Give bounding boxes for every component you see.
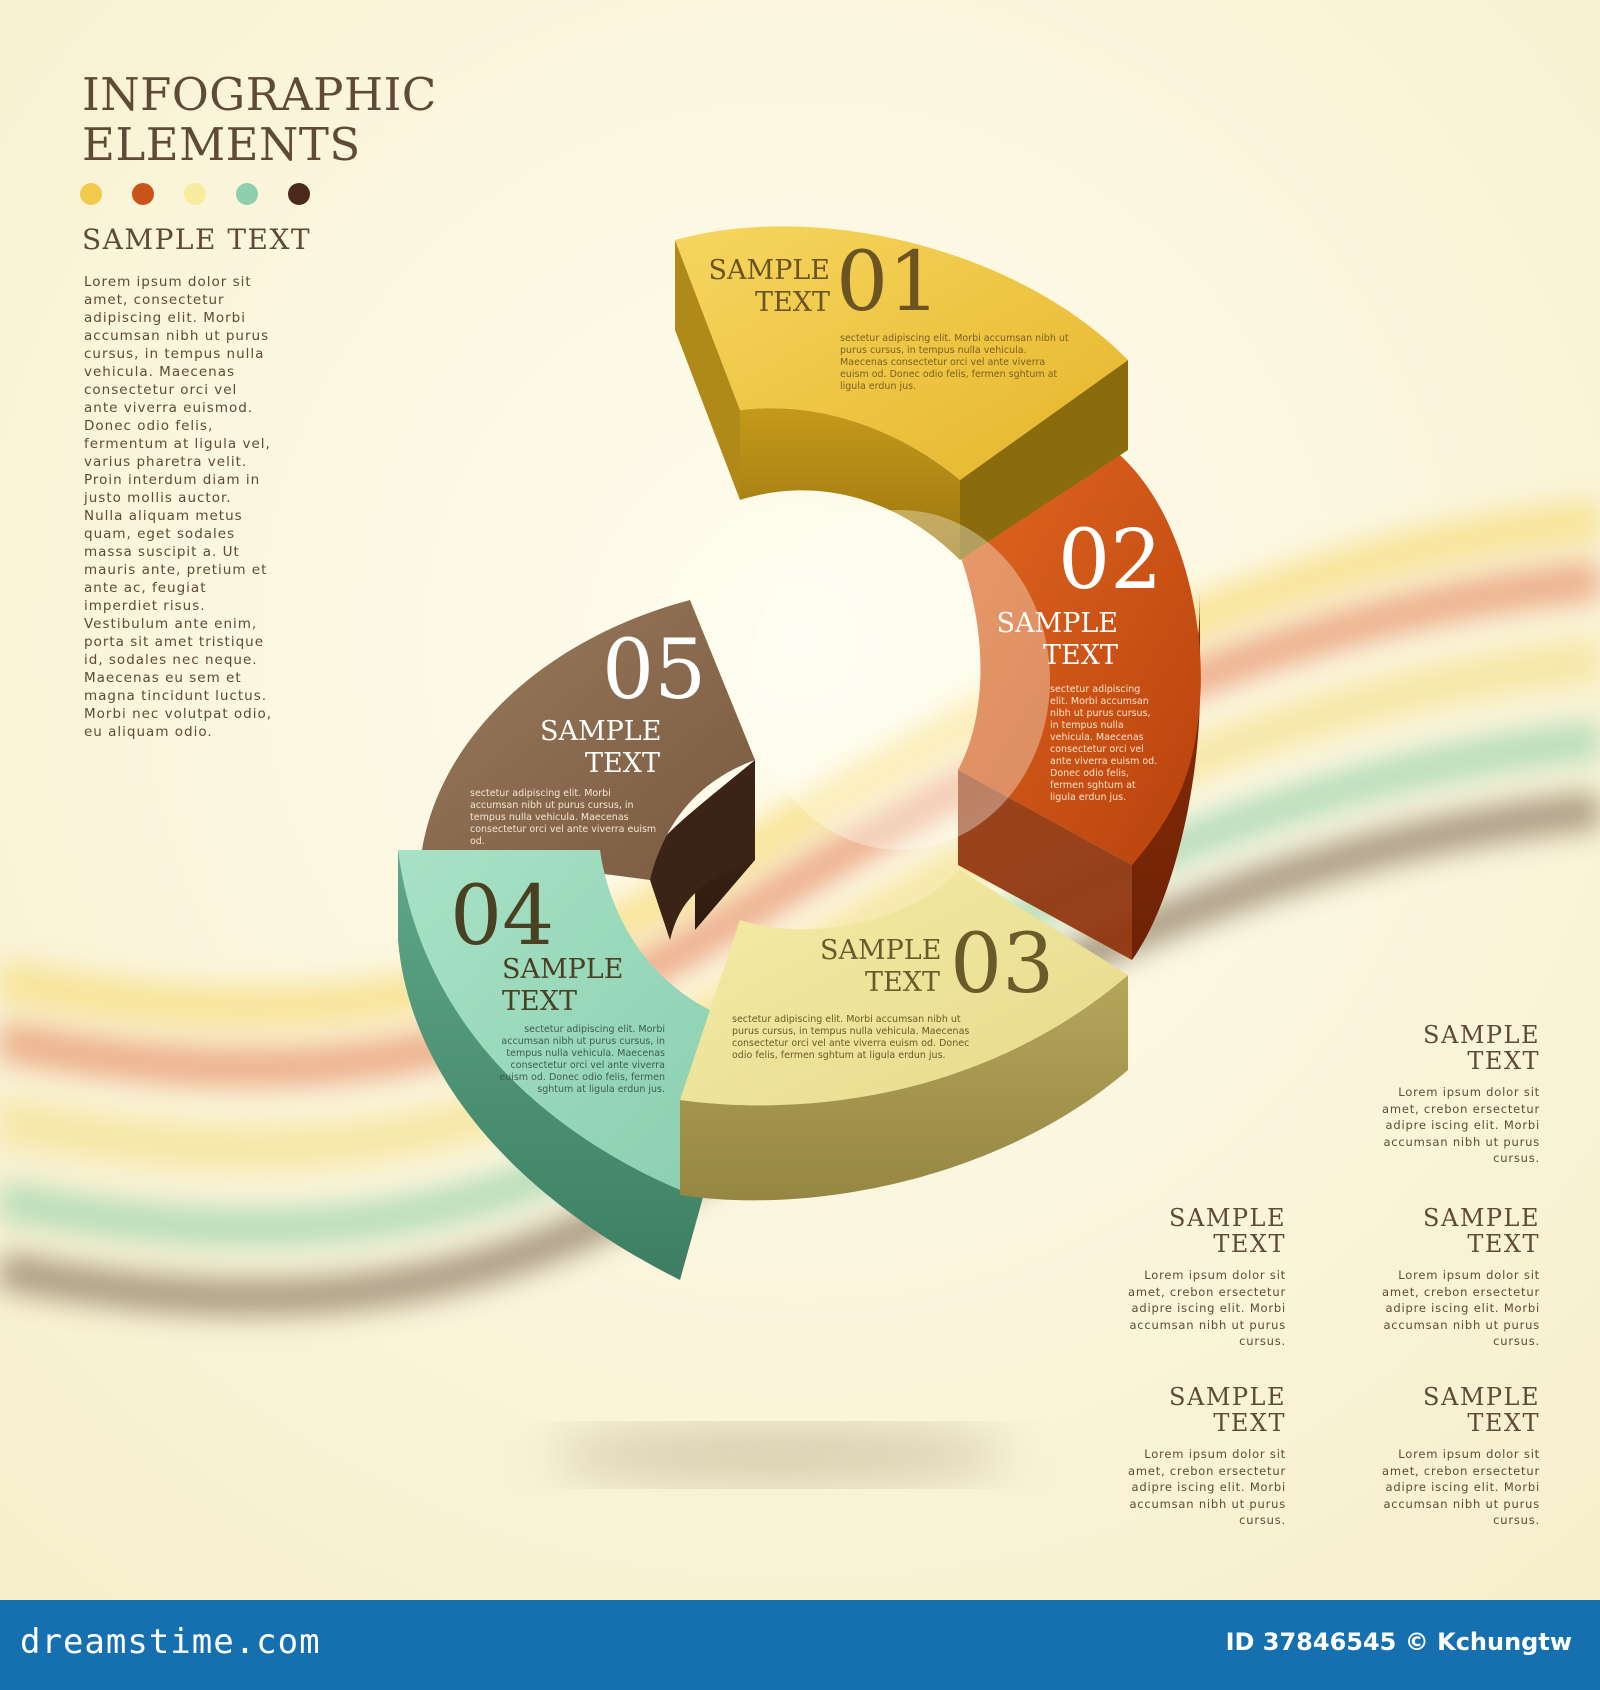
segment-03-title-line2: TEXT	[865, 967, 940, 998]
segment-01-number: 01	[836, 235, 941, 330]
segment-04-shape	[398, 850, 710, 1280]
segment-02-title-line2: TEXT	[1043, 640, 1118, 671]
side-block-body: Lorem ipsum dolor sit amet, crebon ersec…	[1127, 1447, 1286, 1527]
page-title: INFOGRAPHIC ELEMENTS	[82, 70, 437, 170]
footer-image-id: ID 37846545 © Kchungtw	[1225, 1628, 1572, 1656]
segment-04-title: SAMPLE TEXT	[502, 954, 624, 1018]
side-block: SAMPLE TEXT Lorem ipsum dolor sit amet, …	[1360, 1384, 1540, 1529]
side-block-heading: SAMPLE TEXT	[1360, 1384, 1540, 1436]
side-block-heading-line2: TEXT	[1213, 1409, 1286, 1437]
segment-01-title-line2: TEXT	[755, 287, 830, 318]
left-panel-body: Lorem ipsum dolor sit amet, consectetur …	[84, 274, 273, 740]
side-block-heading-line1: SAMPLE	[1423, 1021, 1540, 1049]
ring-diagram	[398, 226, 1201, 1280]
segment-04-body: sectetur adipiscing elit. Morbi accumsan…	[499, 1024, 665, 1095]
side-block: SAMPLE TEXT Lorem ipsum dolor sit amet, …	[1106, 1384, 1286, 1529]
segment-01-title-line1: SAMPLE	[708, 255, 830, 286]
side-block-heading-line1: SAMPLE	[1169, 1204, 1286, 1232]
segment-05-number: 05	[602, 623, 707, 718]
footer-brand[interactable]: dreamstime.com	[20, 1622, 321, 1662]
side-block: SAMPLE TEXT Lorem ipsum dolor sit amet, …	[1106, 1205, 1286, 1350]
segment-02-body: sectetur adipiscing elit. Morbi accumsan…	[1050, 684, 1158, 803]
segment-05-title: SAMPLE TEXT	[540, 716, 662, 780]
segment-04-title-line1: SAMPLE	[502, 954, 624, 985]
segment-03-body: sectetur adipiscing elit. Morbi accumsan…	[732, 1014, 970, 1061]
side-block-body: Lorem ipsum dolor sit amet, crebon ersec…	[1381, 1085, 1540, 1165]
palette-dot	[236, 183, 258, 205]
side-block-body: Lorem ipsum dolor sit amet, crebon ersec…	[1381, 1268, 1540, 1348]
side-block-heading-line2: TEXT	[1467, 1230, 1540, 1258]
side-block-heading-line2: TEXT	[1213, 1230, 1286, 1258]
side-block-heading: SAMPLE TEXT	[1360, 1205, 1540, 1257]
palette-dots	[80, 183, 310, 205]
segment-05-title-line1: SAMPLE	[540, 716, 662, 747]
title-line-2: ELEMENTS	[82, 118, 361, 171]
segment-03-title-line1: SAMPLE	[820, 935, 942, 966]
segment-02-shape	[958, 455, 1201, 960]
side-block-heading-line1: SAMPLE	[1423, 1204, 1540, 1232]
palette-dot	[80, 183, 102, 205]
footer-bar: dreamstime.com ID 37846545 © Kchungtw	[0, 1600, 1600, 1690]
left-panel-heading: SAMPLE TEXT	[82, 223, 312, 256]
segment-03-number: 03	[950, 917, 1055, 1012]
segment-03-shape	[680, 870, 1128, 1201]
segment-03-title: SAMPLE TEXT	[820, 935, 942, 999]
palette-dot	[132, 183, 154, 205]
segment-02-number: 02	[1058, 513, 1163, 608]
segment-04-number: 04	[450, 869, 555, 964]
palette-dot	[288, 183, 310, 205]
side-block: SAMPLE TEXT Lorem ipsum dolor sit amet, …	[1360, 1205, 1540, 1350]
segment-05-shape	[422, 600, 755, 940]
side-block-heading: SAMPLE TEXT	[1106, 1384, 1286, 1436]
side-block-heading-line2: TEXT	[1467, 1409, 1540, 1437]
segment-02-title-line1: SAMPLE	[996, 608, 1118, 639]
side-block: SAMPLE TEXT Lorem ipsum dolor sit amet, …	[1360, 1022, 1540, 1167]
segment-01-shape	[675, 226, 1128, 560]
segment-02-title: SAMPLE TEXT	[990, 608, 1118, 672]
side-block-heading: SAMPLE TEXT	[1106, 1205, 1286, 1257]
side-block-heading-line1: SAMPLE	[1423, 1383, 1540, 1411]
segment-05-body: sectetur adipiscing elit. Morbi accumsan…	[470, 788, 657, 847]
side-block-heading: SAMPLE TEXT	[1360, 1022, 1540, 1074]
side-block-body: Lorem ipsum dolor sit amet, crebon ersec…	[1127, 1268, 1286, 1348]
side-block-body: Lorem ipsum dolor sit amet, crebon ersec…	[1381, 1447, 1540, 1527]
side-block-heading-line1: SAMPLE	[1169, 1383, 1286, 1411]
side-block-heading-line2: TEXT	[1467, 1047, 1540, 1075]
palette-dot	[184, 183, 206, 205]
segment-05-title-line2: TEXT	[585, 748, 660, 779]
title-line-1: INFOGRAPHIC	[82, 68, 437, 121]
segment-04-title-line2: TEXT	[502, 986, 577, 1017]
segment-01-body: sectetur adipiscing elit. Morbi accumsan…	[840, 333, 1069, 392]
